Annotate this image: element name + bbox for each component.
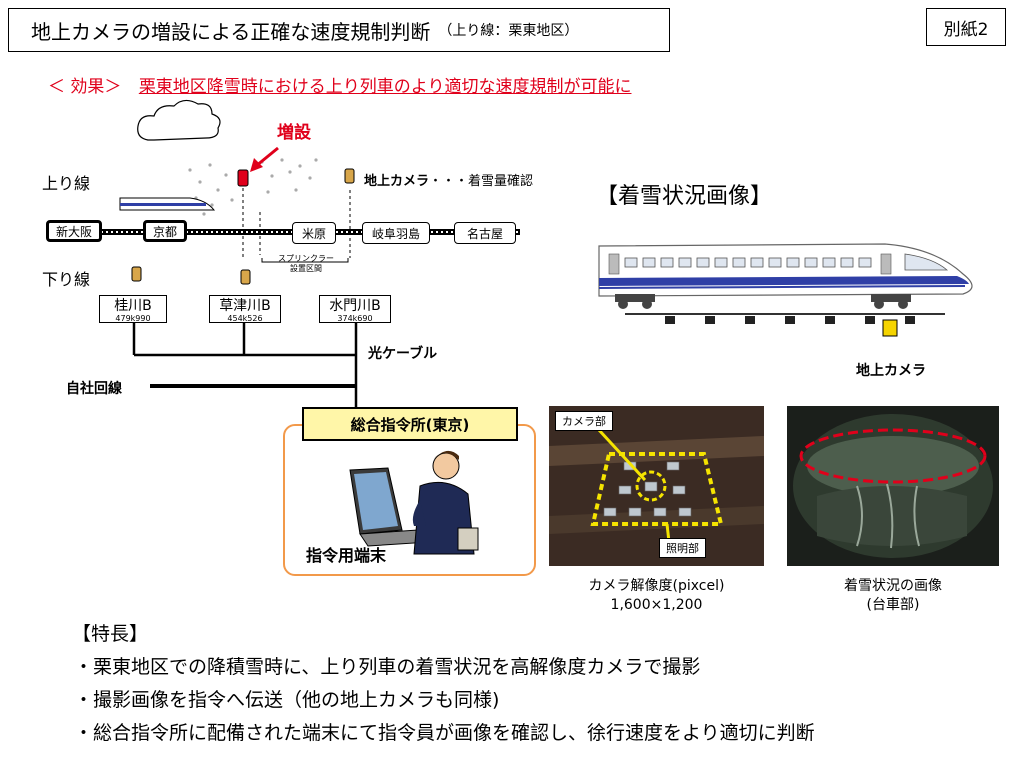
sprinkler-label: スプリンクラー 設置区間 bbox=[278, 254, 334, 273]
effect-label: ＜ 効果＞ bbox=[48, 77, 122, 97]
feature-item-1: ・栗東地区での降積雪時に、上り列車の着雪状況を高解像度カメラで撮影 bbox=[74, 656, 701, 678]
substation-kusatsugawa: 草津川B 454k526 bbox=[209, 295, 281, 323]
feature-item-3: ・総合指令所に配備された端末にて指令員が画像を確認し、徐行速度をより適切に判断 bbox=[74, 722, 815, 744]
terminal-label: 指令用端末 bbox=[306, 546, 387, 565]
features-list: 【特長】 ・栗東地区での降積雪時に、上り列車の着雪状況を高解像度カメラで撮影 ・… bbox=[72, 618, 815, 750]
added-camera-icon bbox=[237, 169, 249, 187]
title-box: 地上カメラの増設による正確な速度規制判断 （上り線：栗東地区） bbox=[8, 8, 670, 52]
ground-camera-label: 地上カメラ bbox=[856, 363, 926, 379]
optical-cable-label: 光ケーブル bbox=[368, 346, 438, 362]
camera-photo: カメラ部 照明部 bbox=[549, 406, 764, 566]
page-subtitle: （上り線：栗東地区） bbox=[438, 23, 579, 39]
appendix-badge: 別紙2 bbox=[926, 8, 1006, 46]
ground-camera-icon bbox=[882, 319, 898, 337]
effect-line: ＜ 効果＞ 栗東地区降雪時における上り列車のより適切な速度規制が可能に bbox=[48, 72, 631, 97]
features-heading: 【特長】 bbox=[72, 623, 149, 645]
snow-status-photo bbox=[787, 406, 999, 566]
substation-katsuragawa: 桂川B 479k990 bbox=[99, 295, 167, 323]
operator-terminal-illustration bbox=[349, 450, 479, 555]
cloud-icon bbox=[137, 99, 221, 141]
snow-photo-caption: 着雪状況の画像 (台車部) bbox=[844, 578, 942, 613]
added-label: 増設 bbox=[277, 123, 311, 143]
hq-label: 総合指令所(東京) bbox=[302, 407, 518, 441]
train-small-icon bbox=[119, 197, 216, 211]
camera-photo-caption: カメラ解像度(pixcel) 1,600×1,200 bbox=[588, 578, 725, 613]
page-title: 地上カメラの増設による正確な速度規制判断 bbox=[31, 19, 431, 44]
train-illustration bbox=[598, 243, 973, 337]
station-nagoya: 名古屋 bbox=[454, 222, 516, 244]
station-shin-osaka: 新大阪 bbox=[46, 220, 102, 242]
company-line-label: 自社回線 bbox=[66, 381, 122, 397]
up-line-label: 上り線 bbox=[42, 174, 91, 193]
light-part-label: 照明部 bbox=[659, 538, 706, 558]
camera-legend-rest: ・・・着雪量確認 bbox=[429, 174, 534, 189]
substation-suimongawa: 水門川B 374k690 bbox=[319, 295, 391, 323]
down-line-label: 下り線 bbox=[42, 270, 91, 289]
snow-dots bbox=[188, 158, 318, 216]
effect-text: 栗東地区降雪時における上り列車のより適切な速度規制が可能に bbox=[138, 77, 632, 97]
station-kyoto: 京都 bbox=[143, 220, 187, 242]
station-gifu-hashima: 岐阜羽島 bbox=[362, 222, 430, 244]
camera-part-label: カメラ部 bbox=[555, 411, 613, 431]
camera-legend: 地上カメラ・・・着雪量確認 bbox=[364, 170, 533, 189]
camera-legend-icon bbox=[344, 168, 355, 184]
snow-section-title: 【着雪状況画像】 bbox=[596, 184, 773, 209]
camera-legend-bold: 地上カメラ bbox=[364, 174, 430, 189]
station-maibara: 米原 bbox=[292, 222, 336, 244]
feature-item-2: ・撮影画像を指令へ伝送（他の地上カメラも同様) bbox=[74, 689, 500, 711]
